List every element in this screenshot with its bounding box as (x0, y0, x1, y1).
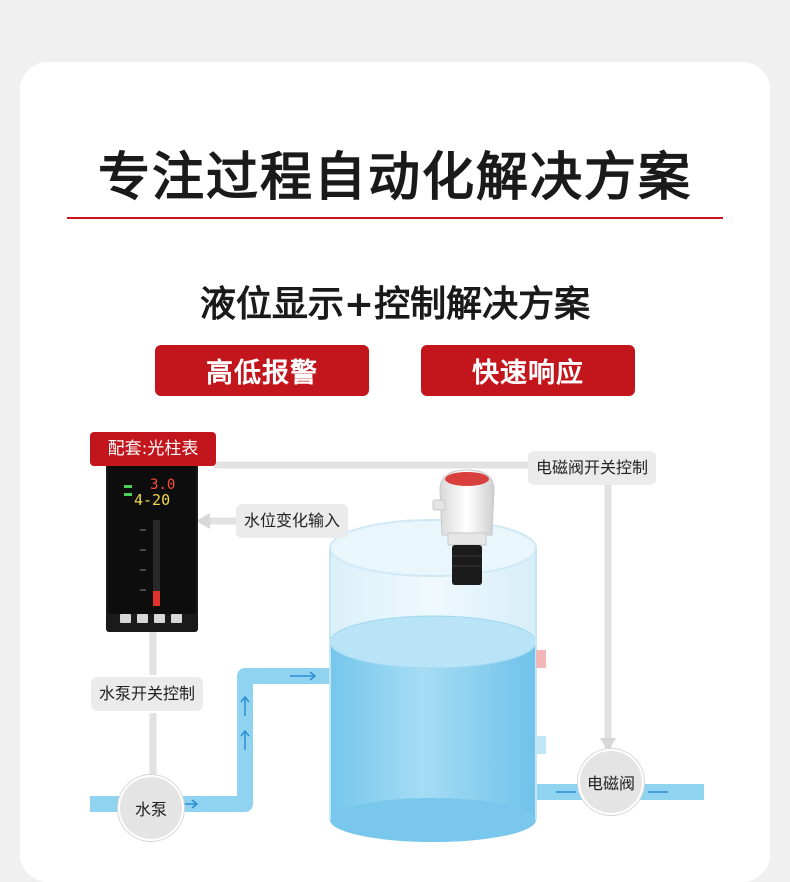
level-marker-high (536, 650, 546, 668)
meter-keypad (120, 614, 182, 623)
water-level-input-label: 水位变化输入 (236, 504, 349, 538)
title-divider (67, 217, 723, 219)
level-marker-low (536, 736, 546, 754)
badge-high-low-alarm: 高低报警 (155, 345, 369, 396)
meter-bar-fill (153, 591, 160, 606)
valve-control-label: 电磁阀开关控制 (528, 451, 657, 485)
meter-bar-track (153, 520, 160, 606)
pump-control-label: 水泵开关控制 (91, 677, 204, 711)
signal-arrow (600, 738, 616, 752)
solenoid-valve-node: 电磁阀 (578, 749, 644, 815)
page-title: 专注过程自动化解决方案 (97, 148, 692, 208)
meter-config-tag: 配套:光柱表 (90, 432, 216, 466)
page-subtitle: 液位显示+控制解决方案 (199, 284, 591, 325)
ultrasonic-level-sensor-icon (432, 469, 495, 585)
signal-arrow (196, 513, 210, 529)
pump-node: 水泵 (118, 775, 184, 841)
meter-reading-top: 3.0 (150, 477, 175, 493)
meter-reading-bottom: 4-20 (134, 491, 170, 509)
signal-lines (149, 461, 612, 776)
bar-graph-meter-icon: 3.0 4-20 (106, 462, 198, 632)
badge-fast-response: 快速响应 (421, 345, 635, 396)
water-tank (329, 519, 546, 842)
